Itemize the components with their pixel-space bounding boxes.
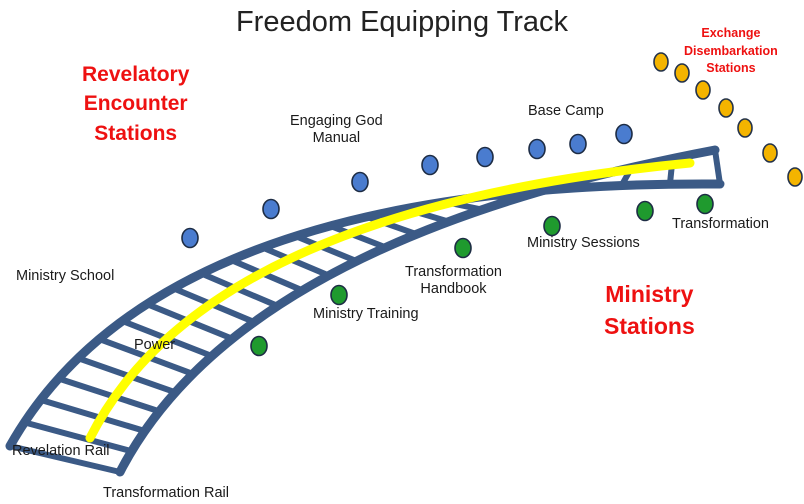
rail-tie <box>261 244 330 279</box>
ministry-sessions-label: Ministry Sessions <box>527 235 640 251</box>
power-label: Power <box>134 337 176 353</box>
page-title: Freedom Equipping Track <box>235 6 569 38</box>
rail-tie <box>329 223 387 251</box>
blue-station-marker <box>476 146 494 168</box>
blue-station-marker <box>421 154 439 176</box>
green-station-marker <box>696 193 714 215</box>
label-line: Exchange <box>701 26 761 40</box>
rail-tie <box>39 396 146 434</box>
orange-station-marker <box>653 52 669 72</box>
green-station-marker <box>250 335 268 357</box>
label-line: Stations <box>94 121 178 145</box>
base-camp-label: Base Camp <box>528 103 604 119</box>
blue-station-marker <box>528 138 546 160</box>
label-line: Stations <box>706 61 756 75</box>
blue-station-marker <box>615 123 633 145</box>
orange-station-marker <box>787 167 803 187</box>
label-line: Stations <box>604 313 695 340</box>
green-station-marker <box>543 215 561 237</box>
rail-tie <box>294 233 358 264</box>
label-line: Revelatory <box>82 63 190 86</box>
label-line: Encounter <box>83 92 188 116</box>
blue-station-marker <box>351 171 369 193</box>
blue-station-marker <box>262 198 280 220</box>
revelatory-encounter-stations-label: Revelatory Encounter Stations <box>82 60 189 148</box>
ministry-training-label: Ministry Training <box>313 306 419 322</box>
orange-station-marker <box>718 98 734 118</box>
rail-tie <box>57 375 161 415</box>
green-station-marker <box>330 284 348 306</box>
revelation-rail-line <box>5 179 725 451</box>
ministry-school-label: Ministry School <box>16 268 115 284</box>
transformation-handbook-label: Transformation Handbook <box>405 264 502 297</box>
rail-tie <box>9 443 121 475</box>
transformation-rail-label: Transformation Rail <box>103 485 229 501</box>
transformation-label: Transformation <box>672 216 769 232</box>
engaging-god-manual-label: Engaging God Manual <box>290 113 383 146</box>
orange-station-marker <box>695 80 711 100</box>
rail-tie <box>712 149 723 185</box>
orange-station-marker <box>674 63 690 83</box>
ministry-stations-label: Ministry Stations <box>604 278 695 342</box>
stations <box>181 52 803 357</box>
blue-station-marker <box>181 227 199 249</box>
rail-tie <box>365 213 418 238</box>
label-line: Transformation <box>405 264 502 280</box>
orange-station-marker <box>737 118 753 138</box>
label-line: Engaging God <box>290 113 383 129</box>
label-line: Handbook <box>420 280 487 297</box>
yellow-path-line <box>85 158 695 443</box>
orange-station-marker <box>762 143 778 163</box>
label-line: Disembarkation <box>684 43 778 58</box>
exchange-disembarkation-stations-label: Exchange Disembarkation Stations <box>684 25 778 78</box>
label-line: Manual <box>312 129 361 146</box>
green-station-marker <box>636 200 654 222</box>
revelation-rail-label: Revelation Rail <box>12 443 110 459</box>
label-line: Ministry <box>605 281 694 307</box>
blue-station-marker <box>569 133 587 155</box>
rail-tie <box>23 419 133 455</box>
green-station-marker <box>454 237 472 259</box>
